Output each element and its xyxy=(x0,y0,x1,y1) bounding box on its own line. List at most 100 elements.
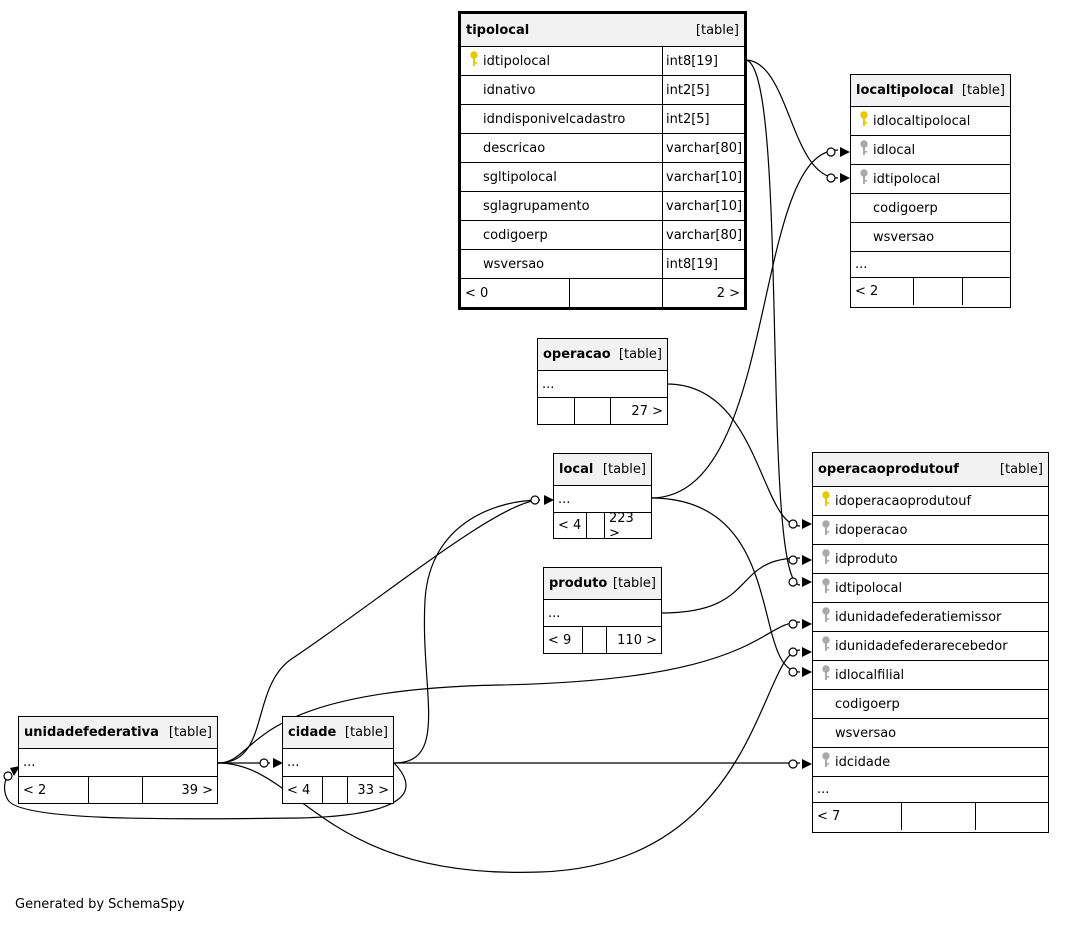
foreign-key-icon xyxy=(817,665,835,685)
column-row: codigoerp xyxy=(813,690,1048,719)
table-operacao[interactable]: operacao [table] ... 27 > xyxy=(537,338,668,425)
column-name: codigoerp xyxy=(483,227,548,243)
footer-parents: < 4 xyxy=(558,518,582,533)
foreign-key-icon xyxy=(817,636,835,656)
table-footer: < 2 39 > xyxy=(19,777,217,803)
column-name-cell: idlocaltipolocal xyxy=(851,107,1010,135)
column-name: codigoerp xyxy=(873,200,938,216)
footer-parents: < 4 xyxy=(287,782,311,798)
edge-uf-local xyxy=(217,499,541,764)
column-name: idproduto xyxy=(835,551,898,567)
foreign-key-icon xyxy=(817,607,835,627)
column-name-cell: idoperacao xyxy=(813,516,1048,544)
column-name-cell: sglagrupamento xyxy=(461,192,662,220)
column-name-cell: idunidadefederatiemissor xyxy=(813,603,1048,631)
column-name: wsversao xyxy=(873,229,935,245)
table-header: operacaoprodutouf [table] xyxy=(813,453,1048,487)
footer-children: 2 > xyxy=(662,279,744,307)
more-columns: ... xyxy=(538,371,667,398)
column-row: descricao varchar[80] xyxy=(461,134,744,163)
more-columns: ... xyxy=(813,777,1048,803)
edge-local-operacaoprodutouf xyxy=(650,497,801,673)
column-type: varchar[10] xyxy=(662,192,744,220)
table-name: localtipolocal xyxy=(856,83,954,98)
footer-children: 223 > xyxy=(604,511,651,541)
column-name: idlocalfilial xyxy=(835,667,905,683)
foreign-key-icon xyxy=(817,752,835,772)
column-name: idndisponivelcadastro xyxy=(483,111,626,127)
column-name: idoperacaoprodutouf xyxy=(835,493,972,509)
table-header: unidadefederativa [table] xyxy=(19,717,217,749)
column-name-cell: idlocal xyxy=(851,136,1010,164)
more-columns: ... xyxy=(554,486,651,513)
column-row: idoperacao xyxy=(813,516,1048,545)
foreign-key-icon xyxy=(855,140,873,160)
table-name: unidadefederativa xyxy=(24,725,159,740)
footer-columns xyxy=(586,513,604,538)
column-name-cell: idlocalfilial xyxy=(813,661,1048,689)
more-columns: ... xyxy=(19,749,217,777)
column-name-cell: idndisponivelcadastro xyxy=(461,105,662,133)
column-name: idunidadefederarecebedor xyxy=(835,638,1008,654)
foreign-key-icon xyxy=(855,169,873,189)
footer-parents: < 9 xyxy=(548,632,572,648)
footer-parents xyxy=(538,398,574,424)
edge-cidade-local xyxy=(393,499,541,764)
column-type: int2[5] xyxy=(662,105,744,133)
column-name: descricao xyxy=(483,140,546,156)
footer-columns xyxy=(901,803,975,830)
column-name: idlocaltipolocal xyxy=(873,113,971,129)
table-localtipolocal[interactable]: localtipolocal [table] idlocaltipolocal i… xyxy=(850,74,1011,308)
footer-columns xyxy=(574,398,610,424)
column-name: sglagrupamento xyxy=(483,198,590,214)
footer-children: 110 > xyxy=(606,627,661,653)
foreign-key-icon xyxy=(817,578,835,598)
column-name: idtipolocal xyxy=(873,171,941,187)
footer-columns xyxy=(913,278,962,305)
column-row: wsversao int8[19] xyxy=(461,250,744,279)
column-type: int2[5] xyxy=(662,76,744,104)
column-name: sgltipolocal xyxy=(483,169,557,185)
column-name: idunidadefederatiemissor xyxy=(835,609,1002,625)
edge-tipolocal-localtipolocal xyxy=(744,59,839,179)
table-cidade[interactable]: cidade [table] ... < 4 33 > xyxy=(282,716,394,804)
table-unidadefederativa[interactable]: unidadefederativa [table] ... < 2 39 > xyxy=(18,716,218,804)
column-name: idcidade xyxy=(835,754,891,770)
column-name-cell: idunidadefederarecebedor xyxy=(813,632,1048,660)
table-type-label: [table] xyxy=(961,83,1005,98)
column-row: idcidade xyxy=(813,748,1048,777)
footer-children xyxy=(975,803,1048,830)
table-footer: < 9 110 > xyxy=(544,627,661,653)
column-name: idlocal xyxy=(873,142,916,158)
column-name: wsversao xyxy=(483,256,545,272)
column-row: idunidadefederatiemissor xyxy=(813,603,1048,632)
footer-columns xyxy=(569,279,662,307)
foreign-key-icon xyxy=(817,549,835,569)
primary-key-icon xyxy=(817,491,835,511)
table-footer: < 0 2 > xyxy=(461,279,744,307)
table-produto[interactable]: produto [table] ... < 9 110 > xyxy=(543,567,662,654)
table-footer: < 7 xyxy=(813,803,1048,830)
footer-children: 33 > xyxy=(347,777,393,803)
footer-columns xyxy=(582,627,606,653)
column-name-cell: sgltipolocal xyxy=(461,163,662,191)
edge-tipolocal-operacaoprodutouf xyxy=(744,59,801,586)
table-type-label: [table] xyxy=(999,462,1043,477)
column-name-cell: wsversao xyxy=(461,250,662,278)
column-row: idlocaltipolocal xyxy=(851,107,1010,136)
column-type: int8[19] xyxy=(662,250,744,278)
table-local[interactable]: local [table] ... < 4 223 > xyxy=(553,453,652,541)
table-header: operacao [table] xyxy=(538,339,667,371)
footer-parents: < 0 xyxy=(465,285,489,301)
column-row: codigoerp xyxy=(851,194,1010,223)
table-operacaoprodutouf[interactable]: operacaoprodutouf [table] idoperacaoprod… xyxy=(812,452,1049,833)
table-header: tipolocal [table] xyxy=(461,14,744,47)
column-row: sglagrupamento varchar[10] xyxy=(461,192,744,221)
more-columns: ... xyxy=(851,252,1010,278)
column-type: varchar[80] xyxy=(662,134,744,162)
table-name: tipolocal xyxy=(466,22,530,38)
